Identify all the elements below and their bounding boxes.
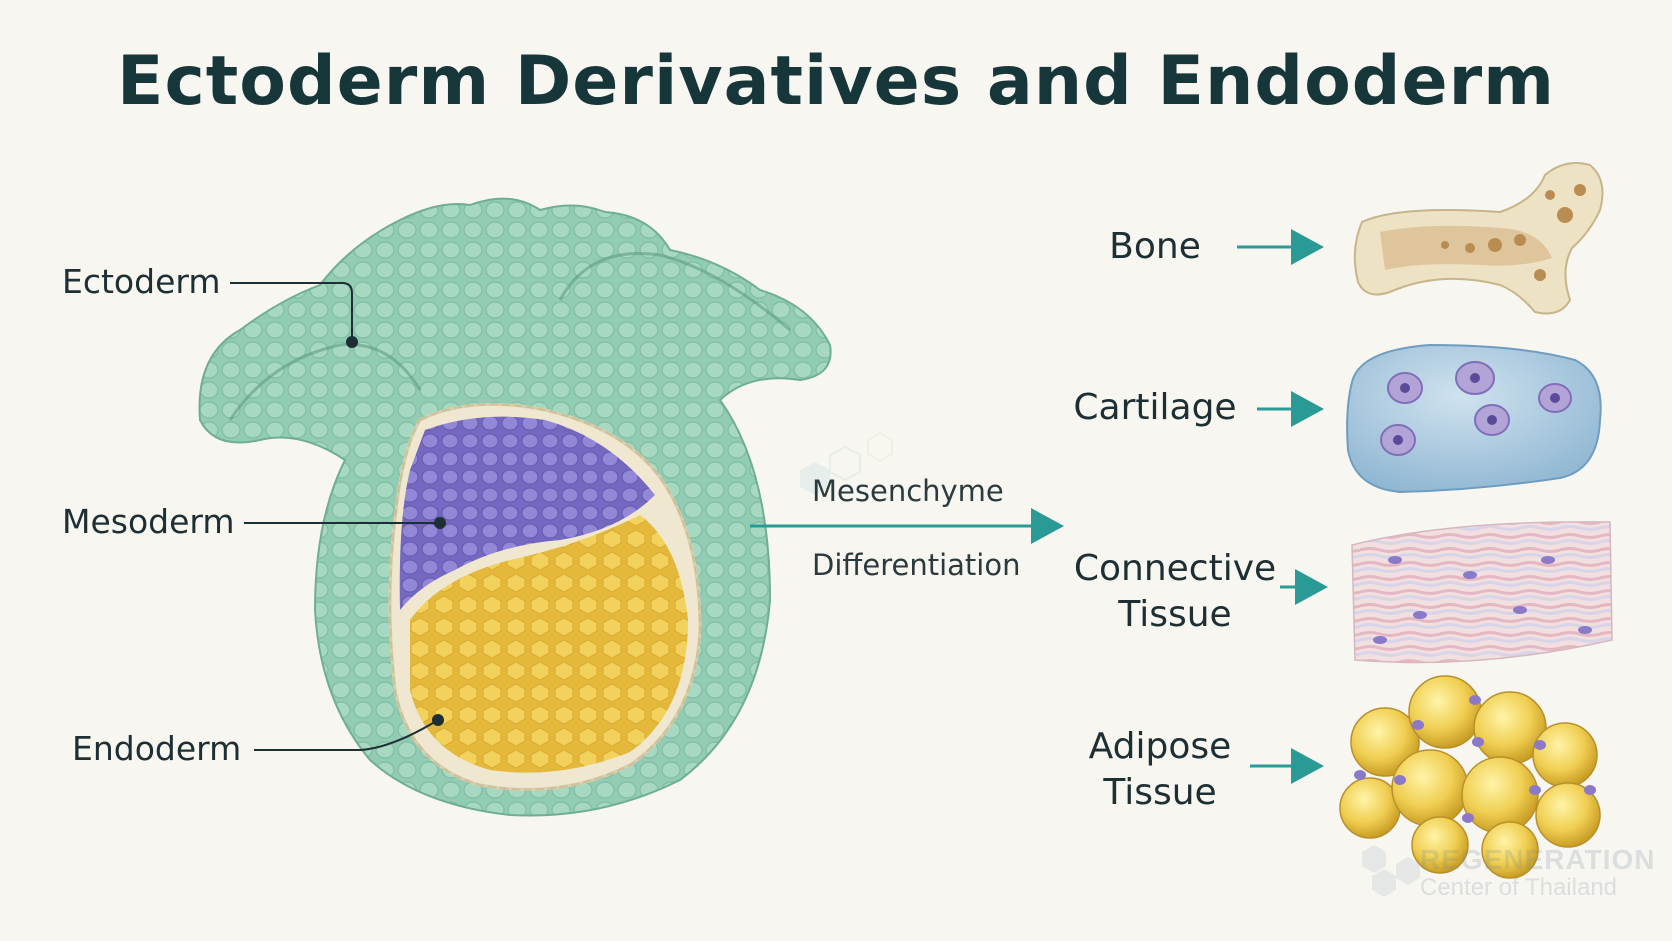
cartilage-label: Cartilage [1073, 387, 1237, 428]
derivative-arrows [1237, 229, 1328, 784]
cartilage-image [1346, 343, 1602, 494]
endoderm-label: Endoderm [72, 729, 242, 768]
watermark-text: REGENERATION Center of Thailand [1420, 844, 1656, 902]
connective-tissue-image [1351, 521, 1613, 664]
bone-image [1353, 162, 1604, 315]
mesoderm-marker [434, 517, 446, 529]
embryo-illustration [198, 197, 832, 817]
label-pointers [230, 282, 446, 751]
watermark-logo [1362, 845, 1420, 897]
ectoderm-label: Ectoderm [62, 262, 221, 301]
hexagon-decoration [800, 431, 893, 495]
mesenchyme-label: Mesenchyme [812, 474, 1004, 508]
differentiation-label: Differentiation [812, 548, 1021, 582]
adipose-tissue-image [1339, 675, 1601, 879]
mesoderm-label: Mesoderm [62, 502, 235, 541]
adipose-tissue-label: Adipose Tissue [1088, 726, 1232, 813]
page-title: Ectoderm Derivatives and Endoderm [117, 42, 1555, 121]
mesoderm-region [399, 416, 655, 610]
bone-label: Bone [1109, 226, 1201, 267]
ectoderm-marker [346, 336, 358, 348]
endoderm-region [410, 515, 688, 773]
connective-tissue-label: Connective Tissue [1073, 548, 1277, 635]
endoderm-marker [432, 714, 444, 726]
